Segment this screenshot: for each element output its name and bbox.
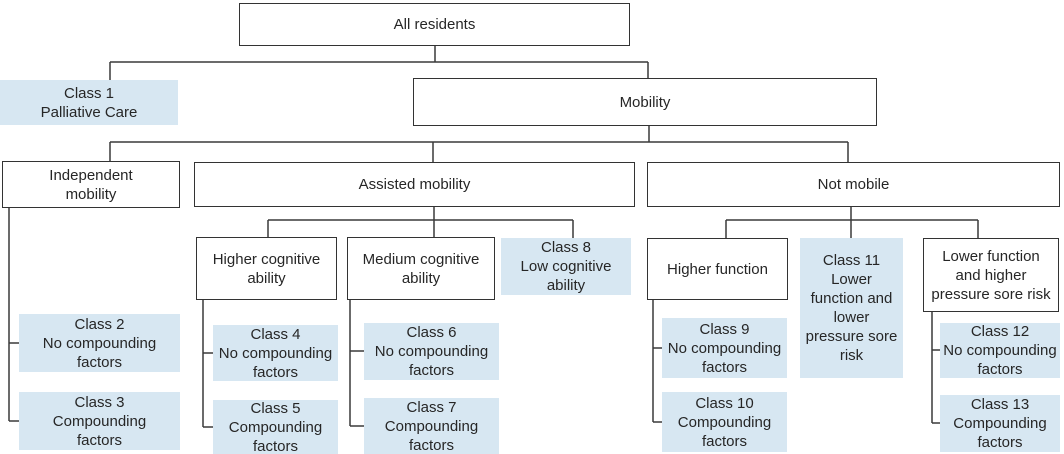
class-text: Class 6 No compounding factors bbox=[372, 323, 492, 380]
node-label: Medium cognitive ability bbox=[362, 250, 480, 287]
node-all-residents: All residents bbox=[239, 3, 630, 46]
class-label: Class 9 bbox=[699, 320, 750, 338]
node-medium-cognitive-ability: Medium cognitive ability bbox=[347, 237, 495, 300]
class-1-box: Class 1 Palliative Care bbox=[0, 80, 178, 125]
node-not-mobile: Not mobile bbox=[647, 162, 1060, 207]
class-4-box: Class 4 No compounding factors bbox=[213, 325, 338, 381]
class-label: Class 12 bbox=[970, 323, 1030, 340]
node-independent-mobility: Independent mobility bbox=[2, 161, 180, 208]
class-label: Class 11 bbox=[822, 252, 881, 269]
class-label: Class 2 bbox=[74, 315, 125, 333]
node-label: Higher cognitive ability bbox=[212, 250, 321, 287]
class-desc: Compounding factors bbox=[384, 418, 479, 454]
class-desc: Low cognitive ability bbox=[520, 258, 612, 294]
class-desc: Compounding factors bbox=[228, 419, 323, 454]
node-higher-function: Higher function bbox=[647, 238, 788, 300]
node-label: Lower function and higher pressure sore … bbox=[931, 247, 1051, 303]
class-2-box: Class 2 No compounding factors bbox=[19, 314, 180, 372]
class-desc: Lower function and lower pressure sore r… bbox=[805, 271, 898, 364]
class-10-box: Class 10 Compounding factors bbox=[662, 392, 787, 452]
node-label: Mobility bbox=[619, 93, 671, 111]
class-13-box: Class 13 Compounding factors bbox=[940, 395, 1060, 452]
class-label: Class 13 bbox=[970, 396, 1030, 413]
node-label: Independent mobility bbox=[49, 166, 133, 203]
node-label: Assisted mobility bbox=[358, 176, 471, 193]
class-8-box: Class 8 Low cognitive ability bbox=[501, 238, 631, 295]
class-text: Class 8 Low cognitive ability bbox=[506, 238, 626, 295]
class-text: Class 7 Compounding factors bbox=[372, 398, 492, 454]
class-text: Class 3 Compounding factors bbox=[40, 393, 160, 450]
class-text: Class 1 Palliative Care bbox=[41, 84, 138, 122]
class-desc: Palliative Care bbox=[40, 103, 138, 121]
class-text: Class 9 No compounding factors bbox=[665, 320, 785, 377]
class-5-box: Class 5 Compounding factors bbox=[213, 400, 338, 454]
class-label: Class 3 bbox=[74, 393, 125, 411]
class-label: Class 6 bbox=[406, 324, 457, 341]
class-desc: No compounding factors bbox=[218, 344, 333, 381]
class-label: Class 5 bbox=[250, 400, 301, 417]
class-text: Class 10 Compounding factors bbox=[665, 394, 785, 451]
class-text: Class 13 Compounding factors bbox=[940, 395, 1060, 452]
class-12-box: Class 12 No compounding factors bbox=[940, 323, 1060, 378]
class-3-box: Class 3 Compounding factors bbox=[19, 392, 180, 450]
class-label: Class 8 bbox=[540, 239, 592, 256]
class-desc: Compounding factors bbox=[677, 413, 772, 450]
class-label: Class 10 bbox=[695, 394, 754, 412]
class-text: Class 11 Lower function and lower pressu… bbox=[806, 251, 898, 365]
node-mobility: Mobility bbox=[413, 78, 877, 126]
class-label: Class 7 bbox=[406, 399, 457, 416]
node-label: Higher function bbox=[667, 260, 768, 278]
class-desc: Compounding factors bbox=[52, 412, 147, 449]
class-desc: No compounding factors bbox=[374, 343, 489, 379]
class-text: Class 12 No compounding factors bbox=[940, 322, 1060, 379]
class-label: Class 1 bbox=[63, 84, 115, 102]
class-11-box: Class 11 Lower function and lower pressu… bbox=[800, 238, 903, 378]
node-lower-function-higher-pressure-sore-risk: Lower function and higher pressure sore … bbox=[923, 238, 1059, 312]
node-label: Not mobile bbox=[817, 176, 890, 193]
class-text: Class 4 No compounding factors bbox=[216, 325, 336, 382]
class-desc: Compounding factors bbox=[953, 415, 1047, 451]
node-label: All residents bbox=[393, 16, 476, 33]
class-desc: No compounding factors bbox=[42, 334, 157, 371]
class-9-box: Class 9 No compounding factors bbox=[662, 318, 787, 378]
class-text: Class 5 Compounding factors bbox=[216, 399, 336, 454]
class-label: Class 4 bbox=[250, 325, 301, 343]
class-desc: No compounding factors bbox=[943, 342, 1057, 378]
node-higher-cognitive-ability: Higher cognitive ability bbox=[196, 237, 337, 300]
node-assisted-mobility: Assisted mobility bbox=[194, 162, 635, 207]
class-7-box: Class 7 Compounding factors bbox=[364, 398, 499, 454]
class-6-box: Class 6 No compounding factors bbox=[364, 323, 499, 380]
class-desc: No compounding factors bbox=[667, 339, 782, 376]
class-text: Class 2 No compounding factors bbox=[40, 315, 160, 372]
